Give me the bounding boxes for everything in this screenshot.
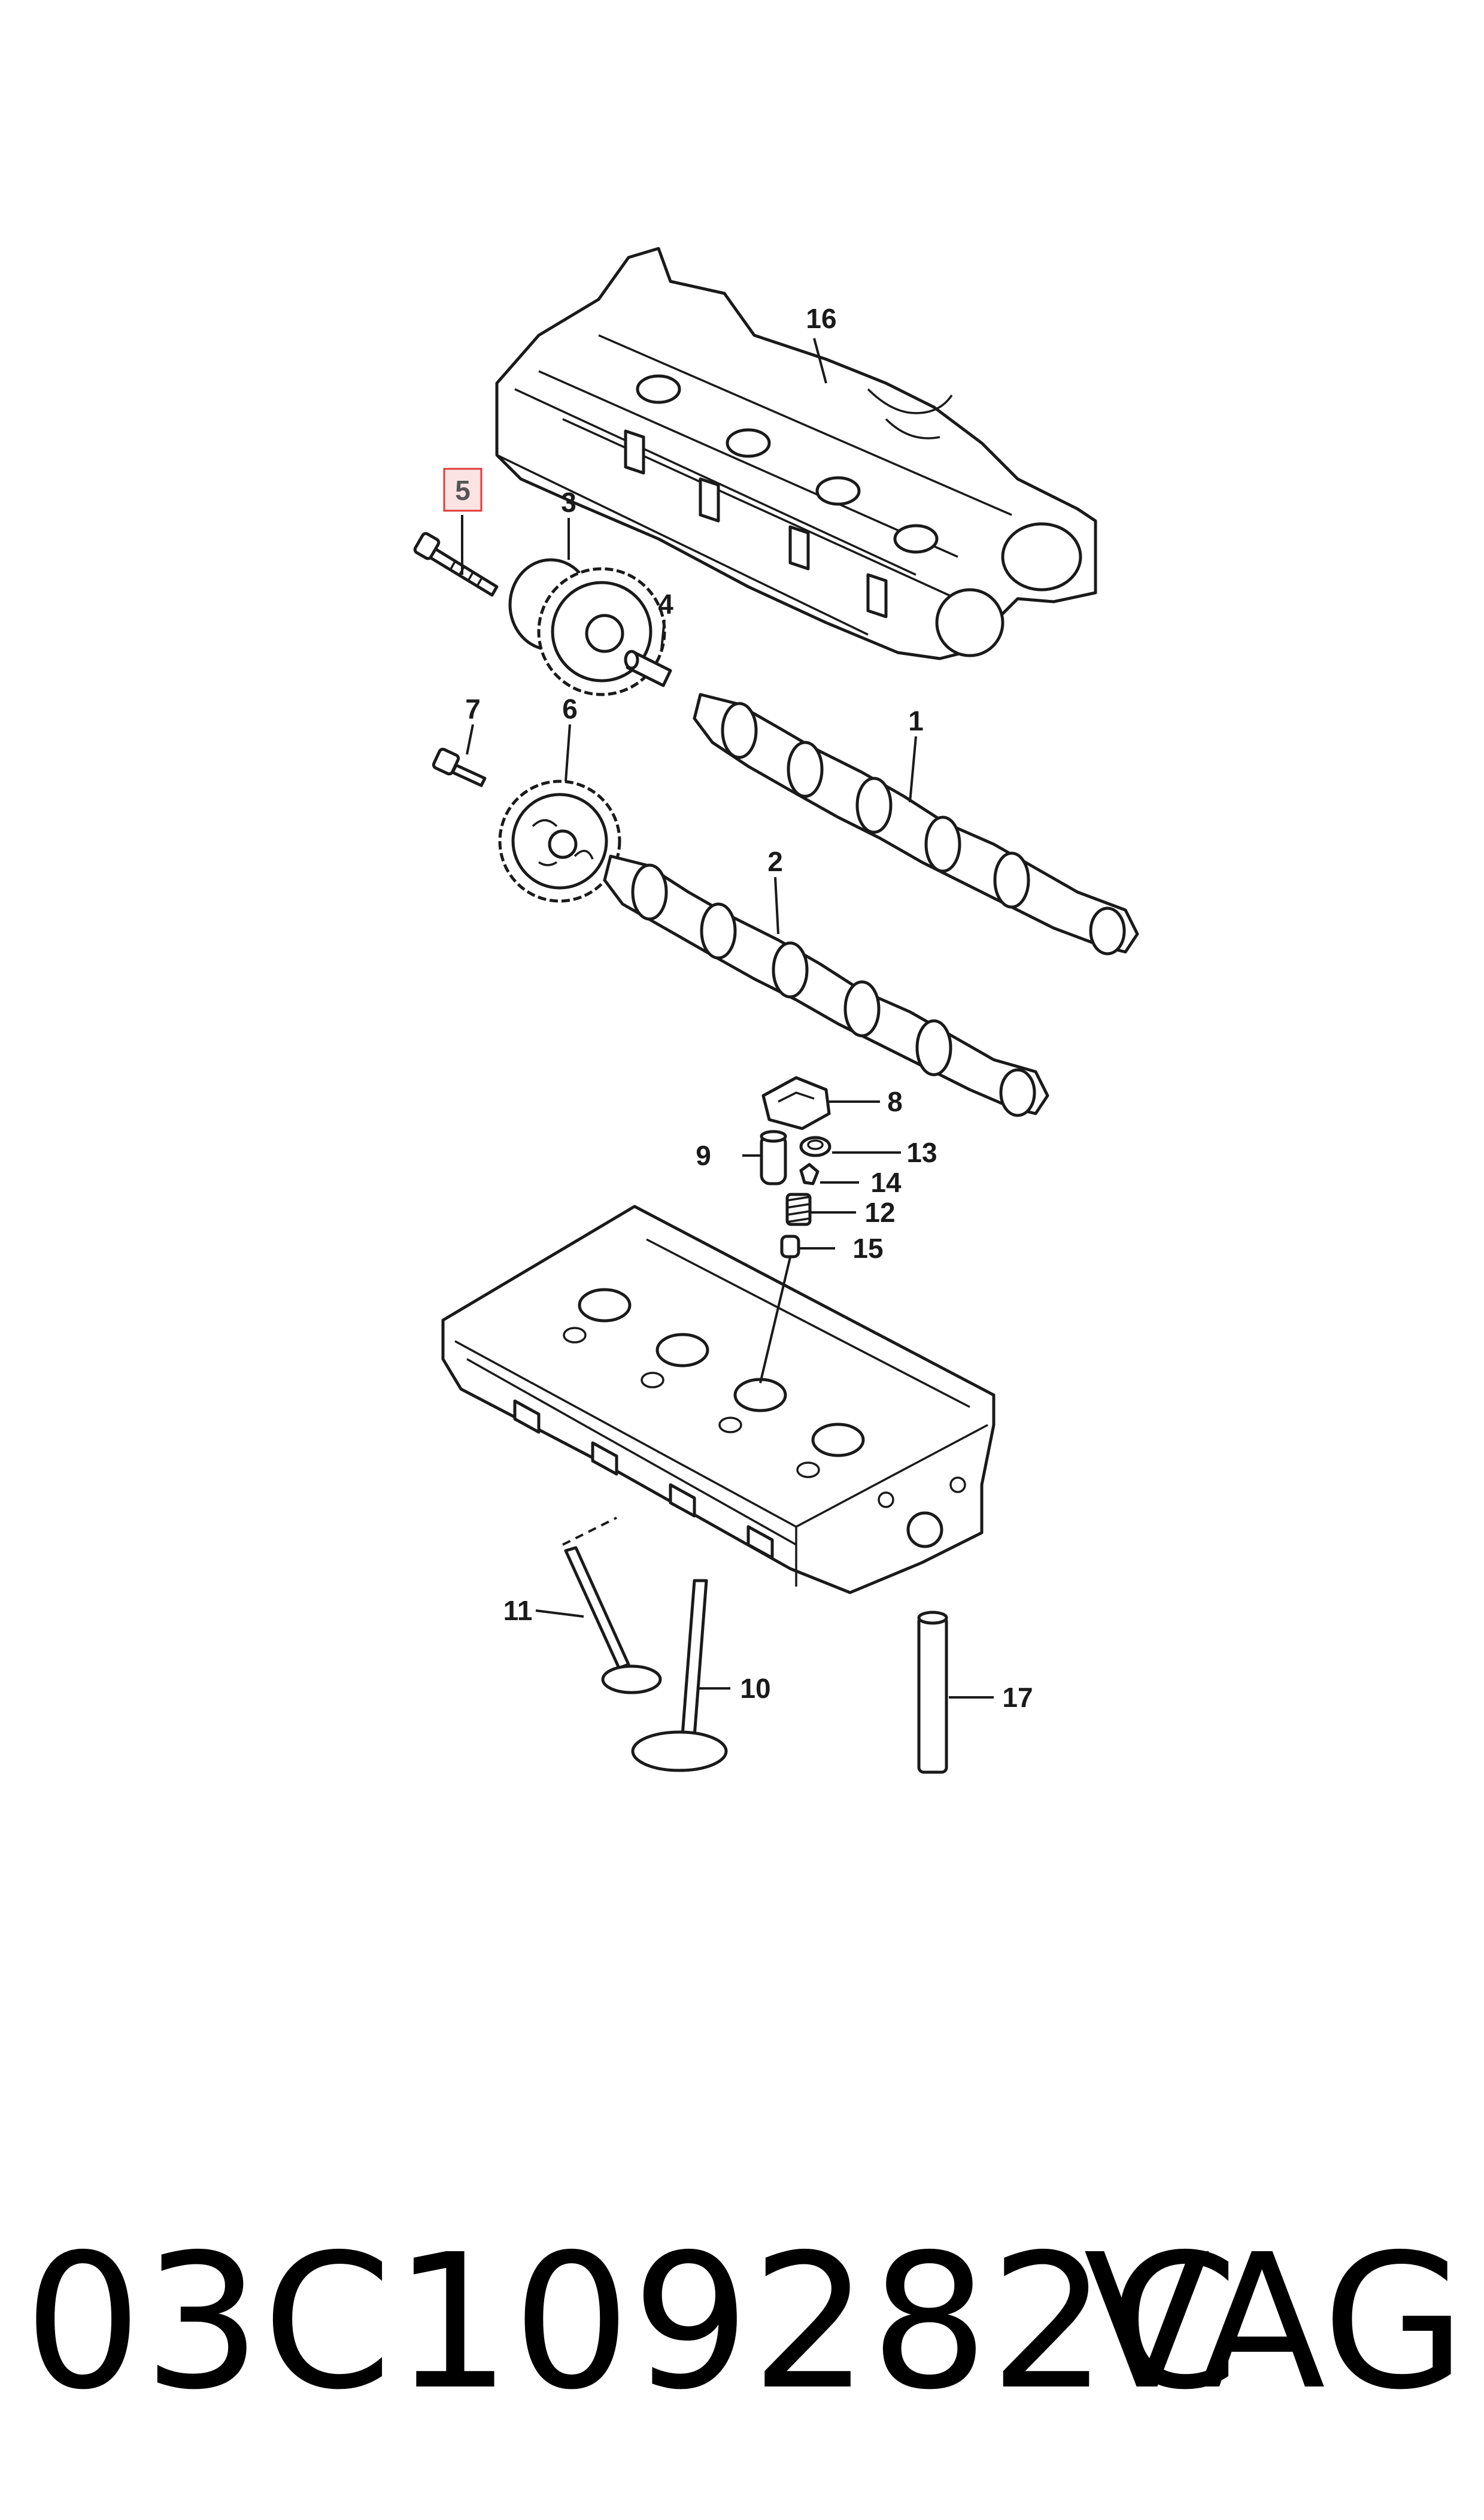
bolt-part-7 [432, 747, 487, 787]
highlight-box-5 [443, 468, 482, 512]
callout-3: 3 [561, 487, 576, 518]
callout-6: 6 [562, 693, 578, 724]
callout-2: 2 [767, 846, 783, 877]
footer: 03C109282C VAG [0, 2215, 1484, 2431]
camshaft-housing-part-16 [495, 247, 1097, 660]
brand-label: VAG [1083, 2215, 1466, 2431]
part-number-label: 03C109282C [24, 2215, 1240, 2431]
callout-12: 12 [864, 1197, 895, 1228]
callout-9: 9 [696, 1140, 711, 1171]
camshaft-sprocket-part-3 [508, 558, 666, 696]
bolt-part-5 [413, 532, 499, 597]
valve-spring-seat-part-13 [799, 1136, 831, 1157]
valve-cotter-part-14 [799, 1163, 820, 1185]
callout-1: 1 [908, 705, 924, 736]
callout-10: 10 [740, 1673, 770, 1704]
sleeve-part-17 [917, 1611, 948, 1774]
callout-11: 11 [503, 1595, 533, 1626]
callout-labels: 5 16 3 4 1 7 6 2 8 9 13 14 12 15 11 10 1… [443, 303, 1033, 1713]
callout-15: 15 [852, 1233, 883, 1264]
hydraulic-lifter-part-9 [760, 1130, 787, 1185]
camshaft-sprocket-part-6 [498, 780, 621, 903]
valve-part-11 [564, 1546, 662, 1694]
pin-part-4 [624, 650, 672, 687]
callout-16: 16 [806, 303, 836, 334]
valve-part-10 [631, 1579, 728, 1772]
callout-13: 13 [906, 1137, 937, 1168]
rocker-arm-part-8 [761, 1076, 831, 1130]
cylinder-head [441, 1205, 996, 1594]
callout-8: 8 [887, 1086, 903, 1117]
valve-stem-seal-part-15 [780, 1235, 800, 1259]
camshaft-part-2 [603, 854, 1049, 1117]
camshaft-part-1 [693, 693, 1139, 956]
callout-5: 5 [455, 475, 471, 506]
callout-14: 14 [870, 1167, 902, 1198]
callout-17: 17 [1002, 1682, 1033, 1713]
callout-7: 7 [465, 693, 481, 724]
callout-4: 4 [658, 589, 673, 620]
valve-spring-part-12 [785, 1193, 812, 1226]
leader-lines [461, 338, 994, 1699]
